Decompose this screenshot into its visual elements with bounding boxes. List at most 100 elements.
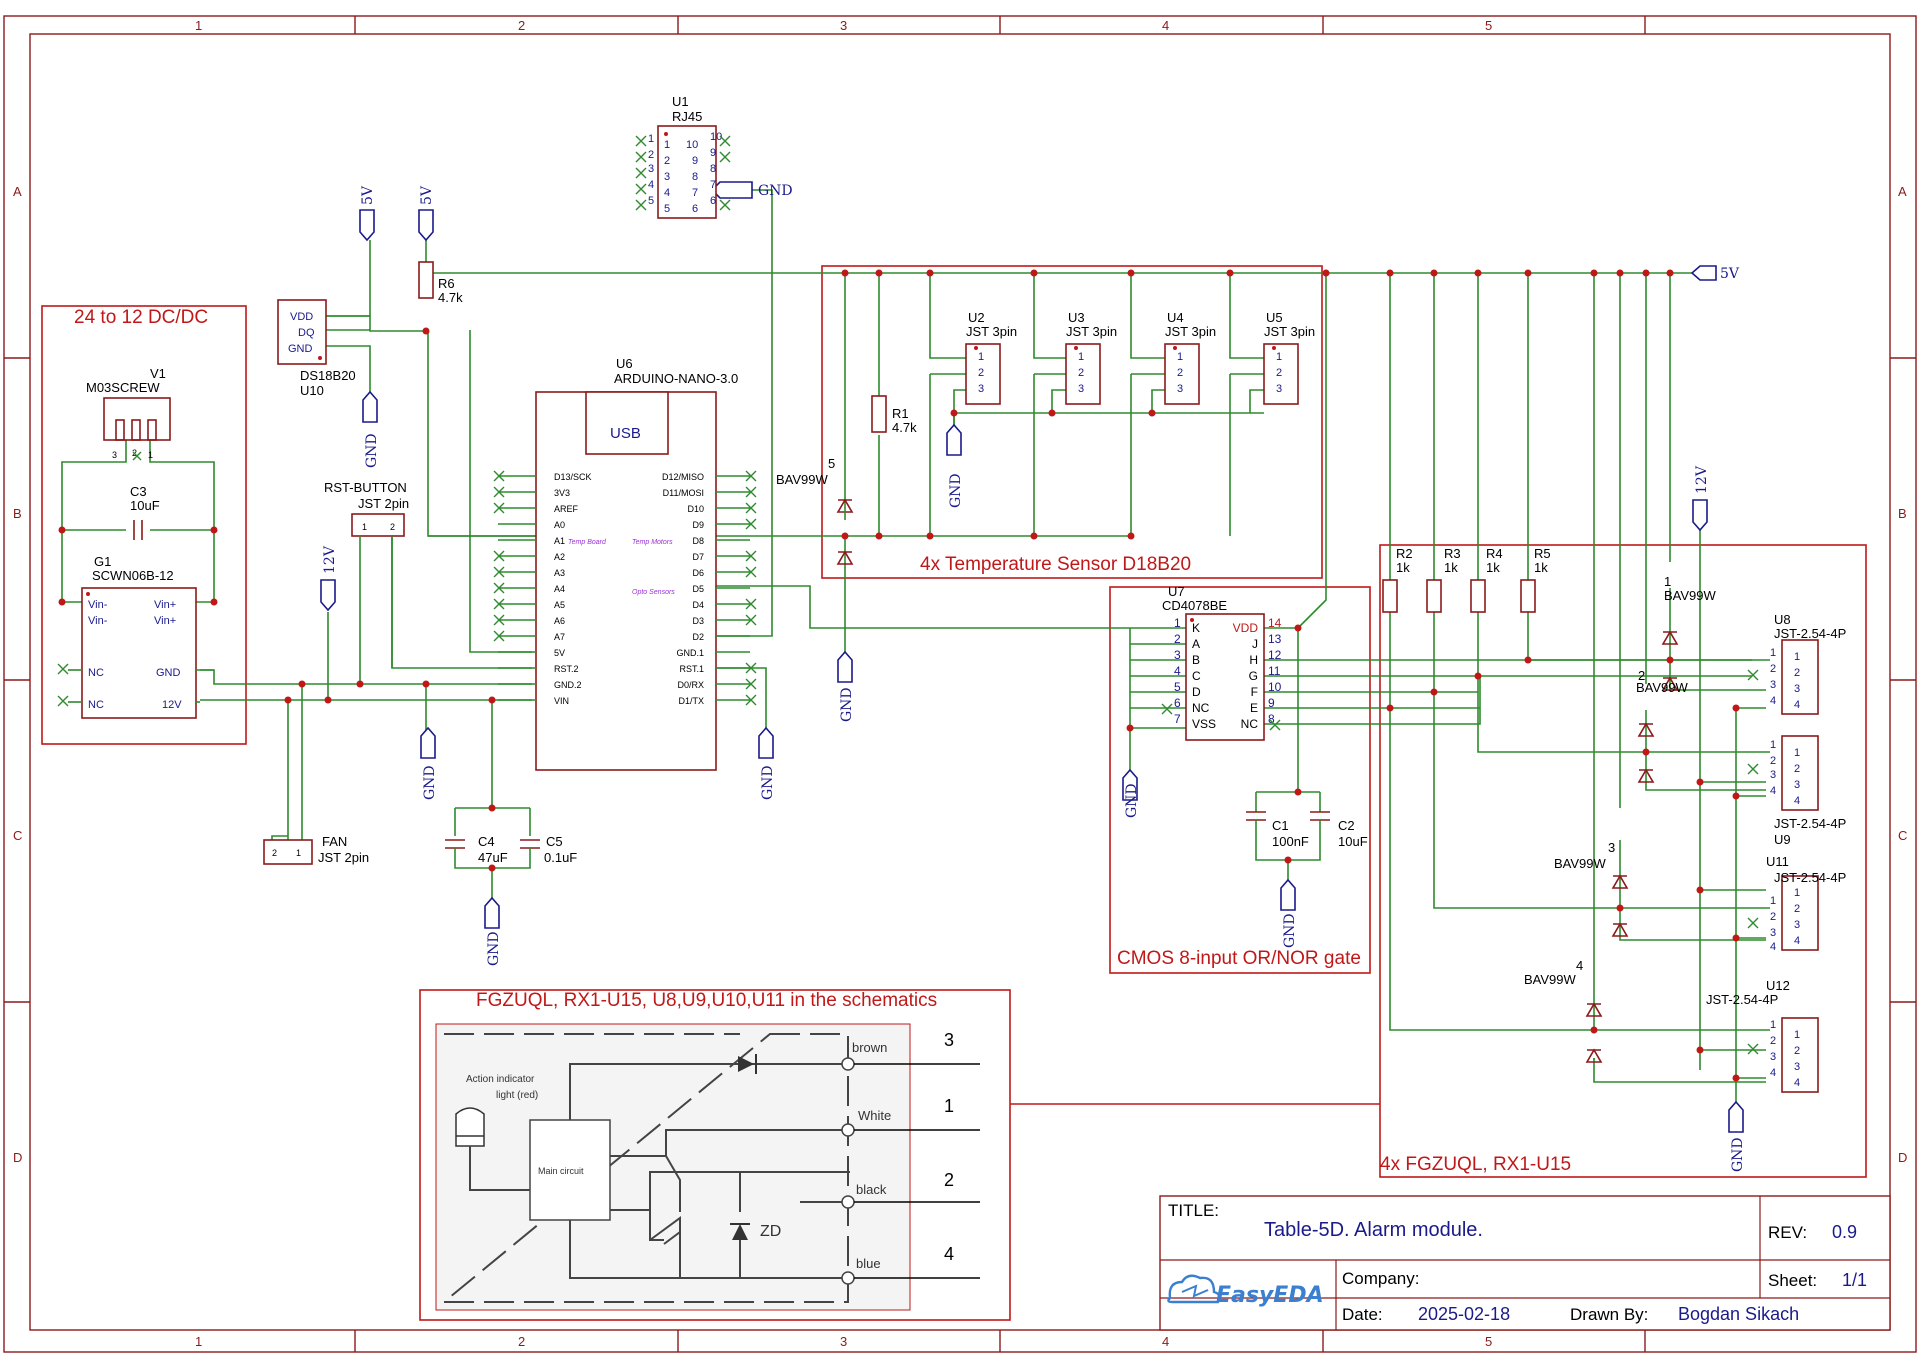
svg-text:8: 8 — [710, 163, 716, 175]
svg-text:2: 2 — [978, 367, 984, 379]
u6-right-pin: D12/MISO — [662, 472, 704, 482]
svg-text:5: 5 — [648, 195, 654, 207]
svg-text:1: 1 — [296, 848, 301, 858]
u7-left-num: 6 — [1174, 696, 1181, 710]
pullup-resistors: R2 1k R3 1k R4 1k R5 1k — [1382, 546, 1551, 613]
svg-text:4: 4 — [1794, 935, 1800, 947]
svg-text:4: 4 — [1794, 699, 1800, 711]
u2-ref: U2 — [968, 310, 985, 325]
svg-text:1: 1 — [1794, 887, 1800, 899]
svg-text:1: 1 — [362, 522, 367, 532]
u6-left-pin: A6 — [554, 616, 565, 626]
u6-left-pin: A3 — [554, 568, 565, 578]
svg-text:2: 2 — [1638, 668, 1645, 683]
bav1-label: BAV99W — [1664, 588, 1717, 603]
svg-text:1: 1 — [1770, 1019, 1776, 1031]
r4-value: 1k — [1486, 560, 1500, 575]
easyeda-logo-text: EasyEDA — [1216, 1283, 1324, 1308]
region-label-temp: 4x Temperature Sensor D18B20 — [920, 554, 1191, 575]
c2-ref: C2 — [1338, 818, 1355, 833]
svg-text:2: 2 — [1770, 663, 1776, 675]
u6-left-pin: A0 — [554, 520, 565, 530]
svg-text:3: 3 — [1770, 679, 1776, 691]
inset-wire-blue: blue — [856, 1256, 881, 1271]
g1-pin-12v: 12V — [162, 699, 182, 711]
svg-text:3: 3 — [978, 383, 984, 395]
r1-resistor: R1 4.7k — [871, 395, 917, 435]
svg-text:2: 2 — [1770, 911, 1776, 923]
c3-capacitor: C3 10uF — [130, 484, 160, 540]
c4-c5-capacitors: C4 47uF C5 0.1uF — [445, 834, 577, 865]
u7-right-pin: H — [1249, 653, 1258, 667]
inset-num-4: 4 — [944, 1244, 954, 1264]
sensor-connectors: 123 123 123 123 U2 JST 3pin U3 JST 3pin … — [965, 310, 1315, 405]
svg-text:4: 4 — [1794, 1077, 1800, 1089]
u6-left-pin: A1 — [554, 536, 565, 546]
u7-left-num: 1 — [1174, 616, 1181, 630]
r3-ref: R3 — [1444, 546, 1461, 561]
r1-ref: R1 — [892, 406, 909, 421]
sheet-value: 1/1 — [1842, 1270, 1867, 1290]
rst-ref: RST-BUTTON — [324, 480, 407, 495]
svg-text:4: 4 — [1794, 795, 1800, 807]
svg-text:3: 3 — [1770, 769, 1776, 781]
u7-left-pin: D — [1192, 685, 1201, 699]
svg-text:1: 1 — [1794, 1029, 1800, 1041]
region-label-cmos: CMOS 8-input OR/NOR gate — [1117, 948, 1361, 969]
u10-name: DS18B20 — [300, 368, 356, 383]
u7-right-pin: J — [1252, 637, 1258, 651]
grid-col-5-bottom: 5 — [1485, 1334, 1492, 1349]
svg-text:1: 1 — [648, 133, 654, 145]
title-label: TITLE: — [1168, 1201, 1219, 1220]
date-value: 2025-02-18 — [1418, 1304, 1510, 1324]
drawn-value: Bogdan Sikach — [1678, 1304, 1799, 1324]
net-label-gnd-sensors: GND — [948, 473, 964, 508]
grid-col-4-bottom: 4 — [1162, 1334, 1169, 1349]
net-label-gnd-bav: GND — [839, 687, 855, 722]
u6-right-pin: D6 — [692, 568, 704, 578]
c4-value: 47uF — [478, 850, 508, 865]
svg-text:3: 3 — [1276, 383, 1282, 395]
svg-text:2: 2 — [1078, 367, 1084, 379]
svg-text:1: 1 — [1770, 647, 1776, 659]
u7-right-num: 11 — [1268, 664, 1281, 678]
u6-left-pin: 5V — [554, 648, 565, 658]
u7-left-pin: NC — [1192, 701, 1210, 715]
u7-right-num: 8 — [1268, 712, 1275, 726]
u5-name: JST 3pin — [1264, 324, 1315, 339]
junctions — [58, 269, 1740, 1082]
u7-right-num: 9 — [1268, 696, 1275, 710]
u7-right-pin: VDD — [1233, 621, 1259, 635]
u6-right-pin: D2 — [692, 632, 704, 642]
svg-text:4: 4 — [1770, 941, 1776, 953]
u7-right-pin: G — [1249, 669, 1258, 683]
svg-text:1: 1 — [1794, 651, 1800, 663]
u7-left-pin: C — [1192, 669, 1201, 683]
rev-label: REV: — [1768, 1223, 1807, 1242]
u6-right-pin: GND.1 — [676, 648, 704, 658]
u6-right-pin: D8 — [692, 536, 704, 546]
net-label-12v-left: 12V — [322, 545, 338, 574]
u8-ref: U8 — [1774, 612, 1791, 627]
u6-right-pin: D1/TX — [678, 696, 704, 706]
grid-row-c: C — [13, 828, 22, 843]
svg-text:1: 1 — [978, 351, 984, 363]
grid-col-2-bottom: 2 — [518, 1334, 525, 1349]
grid-row-b: B — [13, 506, 22, 521]
u6-right-pin: D9 — [692, 520, 704, 530]
region-label-dcdc: 24 to 12 DC/DC — [74, 307, 208, 328]
svg-text:4: 4 — [664, 187, 670, 199]
grid-col-5: 5 — [1485, 18, 1492, 33]
svg-text:2: 2 — [664, 155, 670, 167]
svg-text:4: 4 — [1576, 958, 1583, 973]
u11-ref: U11 — [1766, 854, 1789, 869]
grid-col-1: 1 — [195, 18, 202, 33]
svg-text:9: 9 — [692, 155, 698, 167]
u7-right-num: 13 — [1268, 632, 1282, 646]
svg-text:7: 7 — [692, 187, 698, 199]
rev-value: 0.9 — [1832, 1222, 1857, 1242]
